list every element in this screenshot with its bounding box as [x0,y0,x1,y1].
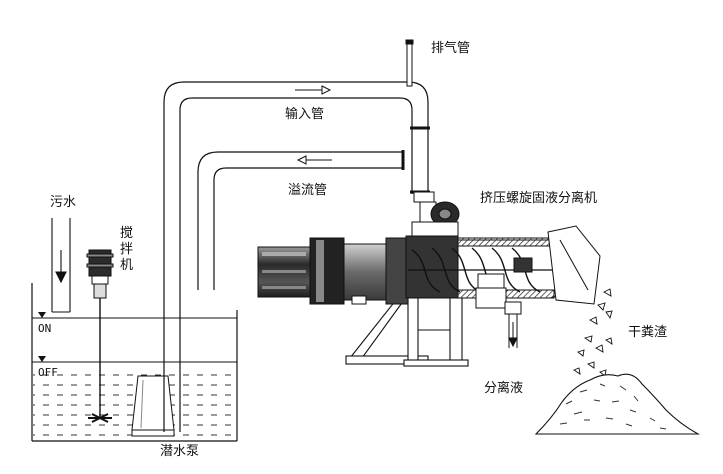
separator-motor [257,237,409,305]
separator-label: 挤压螺旋固液分离机 [480,191,598,206]
manure-pile [534,373,701,435]
mixer-label: 搅拌机 [120,226,134,273]
overflow-pipe-label: 溢流管 [288,183,328,198]
on-level-label: ON [38,322,52,335]
submersible-pump [131,375,175,437]
separator-discharge [475,225,601,309]
input-pipe [163,81,430,432]
sewage-tank [31,283,238,442]
submersible-pump-label: 潜水泵 [160,444,200,459]
separator-inlet [411,191,460,237]
level-markers [38,312,46,362]
input-flow-arrow [295,85,332,95]
separator-stand [345,295,469,367]
off-level-label: OFF [38,366,58,379]
mixer [86,249,114,423]
liquid-outlet-arrow [504,301,522,348]
exhaust-pipe [405,39,414,87]
exhaust-pipe-label: 排气管 [431,41,471,56]
sewage-inflow-arrow [51,218,71,313]
separated-liquid-label: 分离液 [484,381,524,396]
overflow-flow-arrow [296,155,332,165]
input-pipe-label: 输入管 [285,107,325,122]
sewage-label: 污水 [50,195,77,210]
falling-solids [573,288,613,377]
overflow-pipe [197,150,405,290]
dry-manure-label: 干粪渣 [628,325,668,340]
